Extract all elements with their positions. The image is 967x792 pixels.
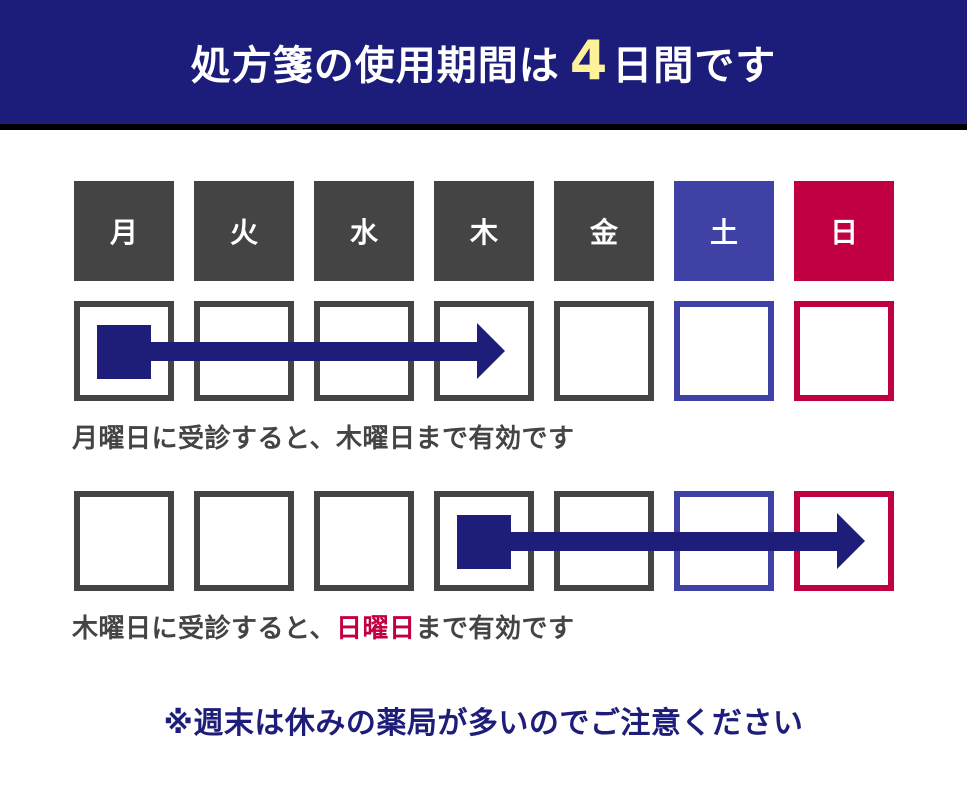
arrow-start-square bbox=[97, 325, 151, 379]
day-header-thursday: 木 bbox=[434, 181, 534, 281]
day-header-friday: 金 bbox=[554, 181, 654, 281]
title-suffix: 日間です bbox=[612, 42, 777, 89]
day-box-monday bbox=[74, 491, 174, 591]
example-1-caption: 月曜日に受診すると、木曜日まで有効です bbox=[72, 418, 575, 455]
caption-text: まで有効です bbox=[415, 424, 575, 454]
day-header-wednesday: 水 bbox=[314, 181, 414, 281]
title-prefix: 処方箋の使用期間は bbox=[190, 42, 560, 89]
weekend-notice: ※週末は休みの薬局が多いのでご注意ください bbox=[163, 706, 804, 741]
day-header-monday: 月 bbox=[74, 181, 174, 281]
title-number: 4 bbox=[569, 28, 609, 92]
day-box-sunday bbox=[794, 301, 894, 401]
day-box-tuesday bbox=[194, 491, 294, 591]
day-box-friday bbox=[554, 301, 654, 401]
day-box-wednesday bbox=[314, 491, 414, 591]
caption-text: 月曜日に受診すると、 bbox=[72, 424, 336, 454]
arrow-head bbox=[477, 323, 505, 379]
arrow-shaft bbox=[150, 342, 478, 361]
example-2-caption: 木曜日に受診すると、日曜日まで有効です bbox=[72, 608, 575, 645]
arrow-shaft bbox=[510, 532, 838, 551]
day-header-tuesday: 火 bbox=[194, 181, 294, 281]
day-header-sunday: 日 bbox=[794, 181, 894, 281]
caption-end-day-highlight: 日曜日 bbox=[335, 614, 416, 644]
arrow-start-square bbox=[457, 515, 511, 569]
day-box-saturday bbox=[674, 301, 774, 401]
arrow-head bbox=[837, 513, 865, 569]
caption-text: 木曜日に受診すると、 bbox=[72, 614, 336, 644]
caption-text: まで有効です bbox=[415, 614, 575, 644]
header-banner: 処方箋の使用期間は 4 日間です bbox=[0, 0, 967, 124]
page-title: 処方箋の使用期間は 4 日間です bbox=[191, 29, 777, 92]
caption-end-day: 木曜日 bbox=[335, 424, 416, 454]
day-header-saturday: 土 bbox=[674, 181, 774, 281]
header-divider bbox=[0, 124, 967, 130]
